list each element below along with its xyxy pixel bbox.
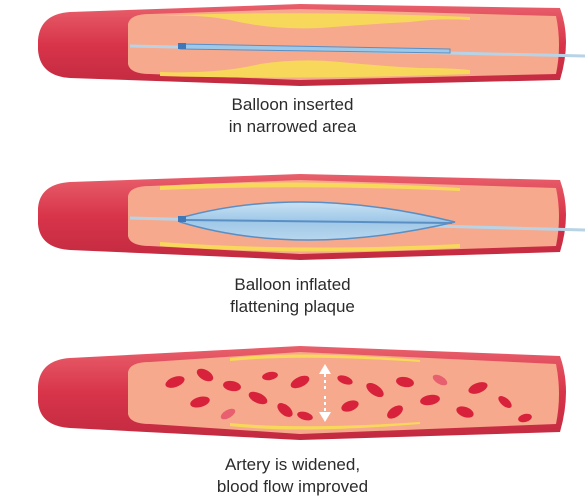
artery-lumen (128, 352, 559, 434)
artery-balloon-inflated-diagram (0, 168, 585, 268)
artery-widened-diagram (0, 340, 585, 444)
step-2-caption-line-1: Balloon inflated (0, 274, 585, 296)
step-1-caption: Balloon inserted in narrowed area (0, 94, 585, 138)
step-2-caption: Balloon inflated flattening plaque (0, 274, 585, 318)
step-3-illustration (0, 340, 585, 444)
step-3-caption-line-2: blood flow improved (0, 476, 585, 498)
artery-narrowed-diagram (0, 0, 585, 90)
step-1-caption-line-1: Balloon inserted (0, 94, 585, 116)
step-2-illustration (0, 168, 585, 268)
step-1-illustration (0, 0, 585, 90)
step-2-caption-line-2: flattening plaque (0, 296, 585, 318)
step-1-caption-line-2: in narrowed area (0, 116, 585, 138)
step-3-caption: Artery is widened, blood flow improved (0, 454, 585, 498)
step-3-caption-line-1: Artery is widened, (0, 454, 585, 476)
